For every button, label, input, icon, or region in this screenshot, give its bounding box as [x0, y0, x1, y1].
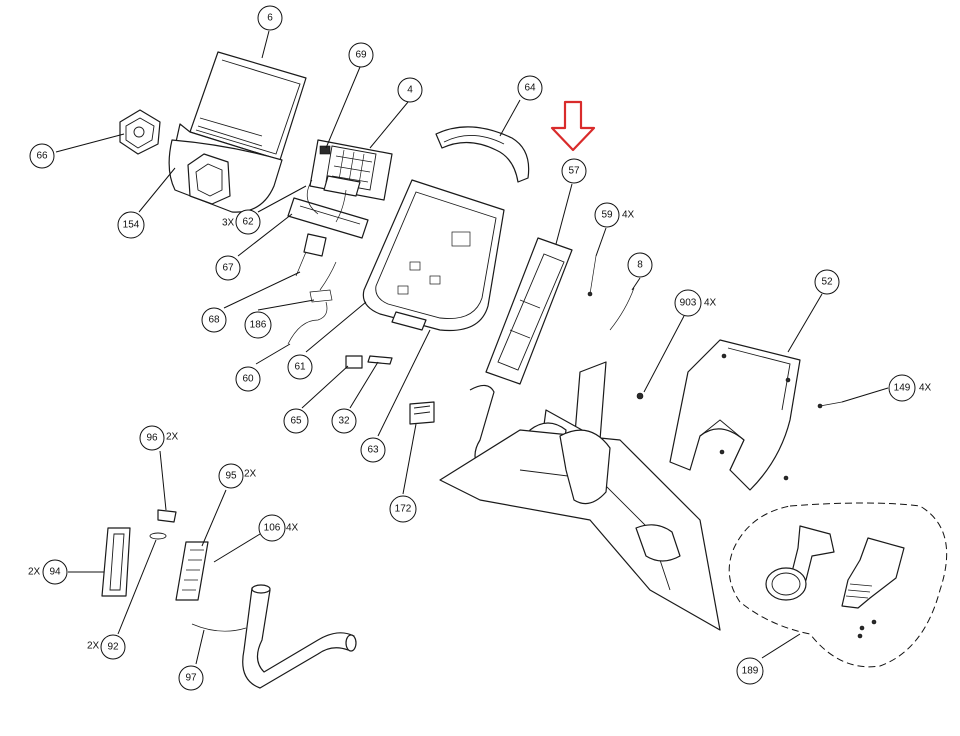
svg-text:66: 66	[36, 151, 48, 162]
svg-text:67: 67	[222, 263, 234, 274]
part-154-overlay-housing	[168, 139, 283, 213]
svg-text:68: 68	[208, 315, 220, 326]
svg-text:6: 6	[267, 13, 273, 24]
callout-94: 94 2X	[28, 559, 68, 585]
svg-text:61: 61	[294, 362, 306, 373]
svg-text:2X: 2X	[244, 469, 257, 480]
svg-text:2X: 2X	[28, 567, 41, 578]
callout-66: 66	[29, 143, 55, 169]
svg-text:97: 97	[185, 673, 197, 684]
svg-text:60: 60	[242, 374, 254, 385]
part-52-shroud	[669, 339, 801, 491]
part-186-wire	[309, 261, 337, 303]
part-57-housing-bar	[485, 237, 573, 385]
callout-149: 149 4X	[888, 374, 932, 402]
callout-57: 57	[561, 158, 587, 184]
callout-32: 32	[331, 408, 357, 434]
svg-text:65: 65	[290, 416, 302, 427]
callout-63: 63	[360, 437, 386, 463]
fastener-59	[587, 255, 597, 297]
part-67-bracket	[287, 179, 369, 239]
svg-text:8: 8	[637, 260, 643, 271]
callout-186: 186	[244, 311, 272, 339]
svg-text:154: 154	[123, 220, 140, 231]
fastener-149	[817, 401, 843, 409]
svg-text:903: 903	[680, 298, 697, 309]
part-68-connector	[295, 233, 327, 277]
svg-text:3X: 3X	[222, 218, 235, 229]
svg-text:59: 59	[601, 210, 613, 221]
svg-text:64: 64	[524, 83, 536, 94]
part-172-connector	[409, 401, 435, 425]
callout-92: 92 2X	[87, 634, 126, 660]
callout-154: 154	[117, 211, 145, 239]
svg-text:96: 96	[146, 433, 158, 444]
part-96-cap	[157, 509, 177, 523]
callout-59: 59 4X	[594, 202, 635, 228]
callout-189: 189	[736, 657, 764, 685]
callout-6: 6	[257, 5, 283, 31]
svg-text:4X: 4X	[286, 523, 299, 534]
svg-text:2X: 2X	[166, 432, 179, 443]
svg-text:94: 94	[49, 567, 61, 578]
part-97-handlebar	[191, 584, 357, 689]
callout-67: 67	[215, 255, 241, 281]
part-95-contact-pad	[175, 541, 209, 601]
leader-lines	[55, 30, 889, 665]
part-61-console-panel	[362, 179, 505, 332]
part-4-pcb	[309, 139, 393, 201]
svg-text:92: 92	[107, 642, 119, 653]
part-65-switch	[345, 355, 363, 369]
callout-60: 60	[235, 366, 261, 392]
callout-52: 52	[814, 269, 840, 295]
callout-65: 65	[283, 408, 309, 434]
svg-text:52: 52	[821, 277, 833, 288]
svg-text:4: 4	[407, 85, 413, 96]
part-64-handle-cap	[435, 126, 530, 183]
svg-text:149: 149	[894, 383, 911, 394]
callout-68: 68	[201, 307, 227, 333]
callout-4: 4	[397, 77, 423, 103]
svg-text:106: 106	[264, 523, 281, 534]
svg-text:4X: 4X	[919, 383, 932, 394]
callout-96: 96 2X	[139, 425, 179, 451]
part-92-washer	[149, 532, 167, 540]
part-94-grip	[101, 527, 131, 597]
svg-text:189: 189	[742, 666, 759, 677]
svg-text:186: 186	[250, 320, 267, 331]
callout-95: 95 2X	[218, 463, 257, 489]
part-32-cable-tie	[367, 355, 393, 365]
callout-69: 69	[348, 42, 374, 68]
svg-text:172: 172	[395, 504, 412, 515]
part-60-cable	[287, 301, 328, 345]
svg-text:69: 69	[355, 50, 367, 61]
svg-text:2X: 2X	[87, 641, 100, 652]
callout-8: 8	[627, 252, 653, 278]
svg-text:63: 63	[367, 445, 379, 456]
svg-text:4X: 4X	[622, 210, 635, 221]
highlight-arrow-icon	[550, 100, 596, 152]
callout-106: 106 4X	[258, 514, 299, 542]
svg-text:95: 95	[225, 471, 237, 482]
callout-172: 172	[389, 495, 417, 523]
svg-text:4X: 4X	[704, 298, 717, 309]
callout-903: 903 4X	[674, 289, 717, 317]
callout-layer: 6 69 4 64 66 154 62 3X 67 68 186 60 61 65…	[28, 5, 932, 691]
part-189-accessory-kit	[728, 502, 948, 668]
svg-text:57: 57	[568, 166, 580, 177]
svg-text:62: 62	[242, 217, 254, 228]
fastener-903	[636, 392, 644, 400]
callout-61: 61	[287, 354, 313, 380]
callout-62: 62 3X	[222, 209, 261, 235]
part-8-frame-column	[439, 287, 721, 631]
callout-64: 64	[517, 75, 543, 101]
svg-text:32: 32	[338, 416, 350, 427]
callout-97: 97	[178, 665, 204, 691]
part-66-knob	[119, 109, 161, 155]
